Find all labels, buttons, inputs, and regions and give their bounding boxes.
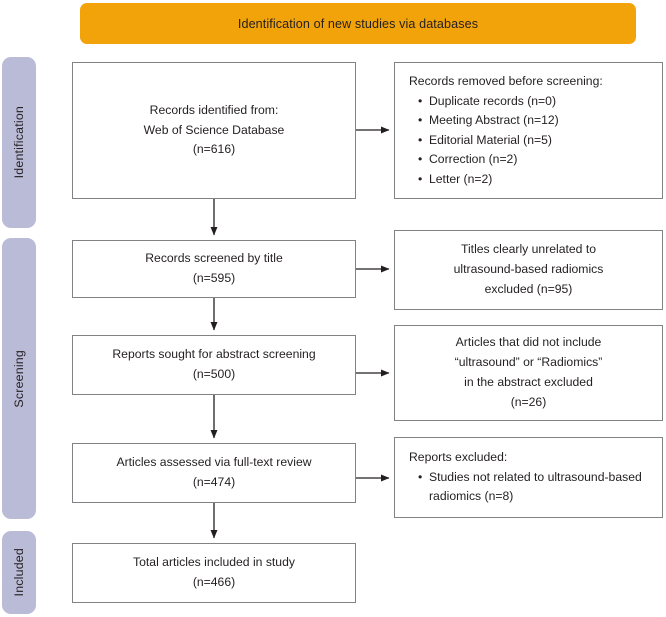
box-records-removed-heading: Records removed before screening: xyxy=(409,73,603,88)
list-item: Correction (n=2) xyxy=(418,150,652,170)
list-item: Meeting Abstract (n=12) xyxy=(418,111,652,131)
box-records-identified-line1: Records identified from: xyxy=(149,102,279,117)
list-item: Editorial Material (n=5) xyxy=(418,131,652,151)
box-records-removed-list: Duplicate records (n=0) Meeting Abstract… xyxy=(409,92,652,190)
box-total-included: Total articles included in study (n=466) xyxy=(72,543,356,603)
box-articles-excluded-line1: Articles that did not include xyxy=(455,335,602,350)
box-reports-excluded-list: Studies not related to ultrasound-based … xyxy=(409,468,652,507)
box-articles-excluded-count: (n=26) xyxy=(510,394,547,409)
stage-label-screening-text: Screening xyxy=(12,349,26,408)
box-total-included-label: Total articles included in study xyxy=(133,555,295,570)
box-titles-excluded: Titles clearly unrelated to ultrasound-b… xyxy=(394,230,663,310)
stage-label-identification: Identification xyxy=(2,57,36,228)
box-fulltext-assessed-count: (n=474) xyxy=(192,475,236,489)
list-item: Duplicate records (n=0) xyxy=(418,92,652,112)
box-total-included-count: (n=466) xyxy=(192,575,236,589)
box-articles-excluded: Articles that did not include “ultrasoun… xyxy=(394,325,663,421)
stage-banner-identification: Identification of new studies via databa… xyxy=(80,3,636,44)
box-titles-excluded-line2: ultrasound-based radiomics xyxy=(453,262,604,277)
box-records-screened-label: Records screened by title xyxy=(145,251,283,266)
box-reports-sought-label: Reports sought for abstract screening xyxy=(112,347,316,362)
box-records-identified-count: (n=616) xyxy=(192,142,236,157)
box-records-screened: Records screened by title (n=595) xyxy=(72,240,356,298)
box-records-identified: Records identified from: Web of Science … xyxy=(72,62,356,199)
list-item: Letter (n=2) xyxy=(418,170,652,190)
box-records-screened-count: (n=595) xyxy=(192,271,236,285)
box-articles-excluded-line2: “ultrasound” or “Radiomics” xyxy=(454,355,603,370)
box-reports-sought-count: (n=500) xyxy=(192,367,236,381)
box-fulltext-assessed: Articles assessed via full-text review (… xyxy=(72,443,356,503)
list-item: Studies not related to ultrasound-based … xyxy=(418,468,652,507)
stage-label-included: Included xyxy=(2,531,36,614)
box-fulltext-assessed-label: Articles assessed via full-text review xyxy=(116,455,312,470)
stage-label-included-text: Included xyxy=(12,548,26,597)
box-records-identified-line2: Web of Science Database xyxy=(143,122,285,137)
stage-label-screening: Screening xyxy=(2,238,36,519)
stage-label-identification-text: Identification xyxy=(12,106,26,179)
box-articles-excluded-line3: in the abstract excluded xyxy=(464,375,593,389)
box-records-removed: Records removed before screening: Duplic… xyxy=(394,62,663,199)
box-reports-excluded-heading: Reports excluded: xyxy=(409,450,508,465)
box-reports-sought: Reports sought for abstract screening (n… xyxy=(72,335,356,395)
box-reports-excluded: Reports excluded: Studies not related to… xyxy=(394,437,663,518)
stage-banner-title: Identification of new studies via databa… xyxy=(237,16,479,31)
box-titles-excluded-count: excluded (n=95) xyxy=(484,281,573,296)
box-titles-excluded-line1: Titles clearly unrelated to xyxy=(460,242,597,257)
